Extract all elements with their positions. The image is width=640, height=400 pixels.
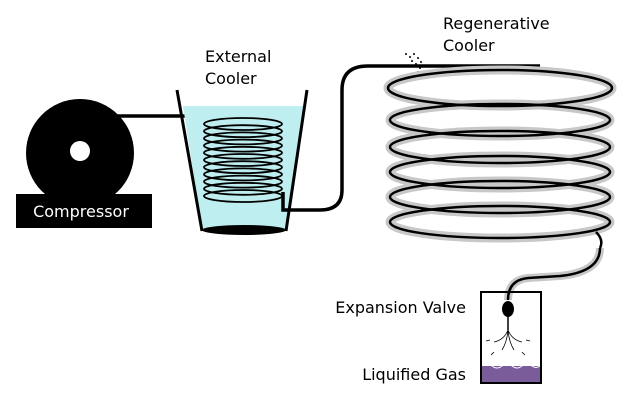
vessel-outline: [480, 291, 542, 384]
beaker-wall-right: [284, 89, 309, 232]
label-regenerative-cooler-line1: Regenerative: [443, 14, 550, 33]
beaker-bottom: [202, 225, 286, 235]
regenerative-coil-outlet: [595, 231, 603, 249]
pipe-regenerator-to-valve-core: [506, 247, 602, 301]
regenerative-coil-turn: [388, 204, 612, 240]
regenerative-coil-turn: [386, 68, 614, 108]
compressor: [16, 99, 152, 228]
external-coil-turn: [203, 117, 283, 131]
regenerative-coil-turn: [388, 179, 612, 215]
external-coil-turn: [203, 145, 283, 160]
liquid-surface: [481, 363, 541, 369]
external-coil-turn: [203, 167, 283, 182]
external-coil-turn: [203, 174, 283, 189]
label-expansion-valve: Expansion Valve: [335, 298, 466, 317]
compressor-base: [16, 194, 152, 228]
external-coil-turn: [203, 138, 283, 153]
label-external-cooler-line2: Cooler: [205, 69, 257, 88]
label-compressor: Compressor: [33, 202, 129, 221]
external-coil-turn: [203, 153, 283, 167]
diagram-labels: External Cooler Regenerative Cooler Expa…: [33, 14, 550, 384]
external-coil: [203, 117, 283, 203]
spray-dots-top: [405, 53, 425, 73]
beaker-wall-left: [175, 89, 204, 232]
external-cooler: [175, 89, 309, 235]
compressor-hub: [70, 141, 90, 161]
expansion-spray: [485, 329, 531, 356]
external-coil-turn: [203, 181, 283, 196]
external-coil-turn: [203, 160, 283, 175]
external-coil-turn: [203, 131, 283, 146]
collection-vessel: [480, 291, 542, 384]
label-regenerative-cooler-line2: Cooler: [443, 36, 495, 55]
liquid-pool: [482, 366, 540, 383]
pipe-cooler-to-regenerator: [281, 64, 540, 212]
label-liquified-gas: Liquified Gas: [362, 365, 466, 384]
label-external-cooler-line1: External: [205, 47, 271, 66]
regenerative-coil: [383, 65, 617, 249]
expansion-valve: [502, 301, 514, 317]
regenerative-coil-turn: [388, 129, 612, 165]
regenerative-coil-turn: [388, 154, 612, 190]
external-coil-turn: [203, 124, 283, 139]
regenerative-coil-turn: [388, 102, 612, 138]
